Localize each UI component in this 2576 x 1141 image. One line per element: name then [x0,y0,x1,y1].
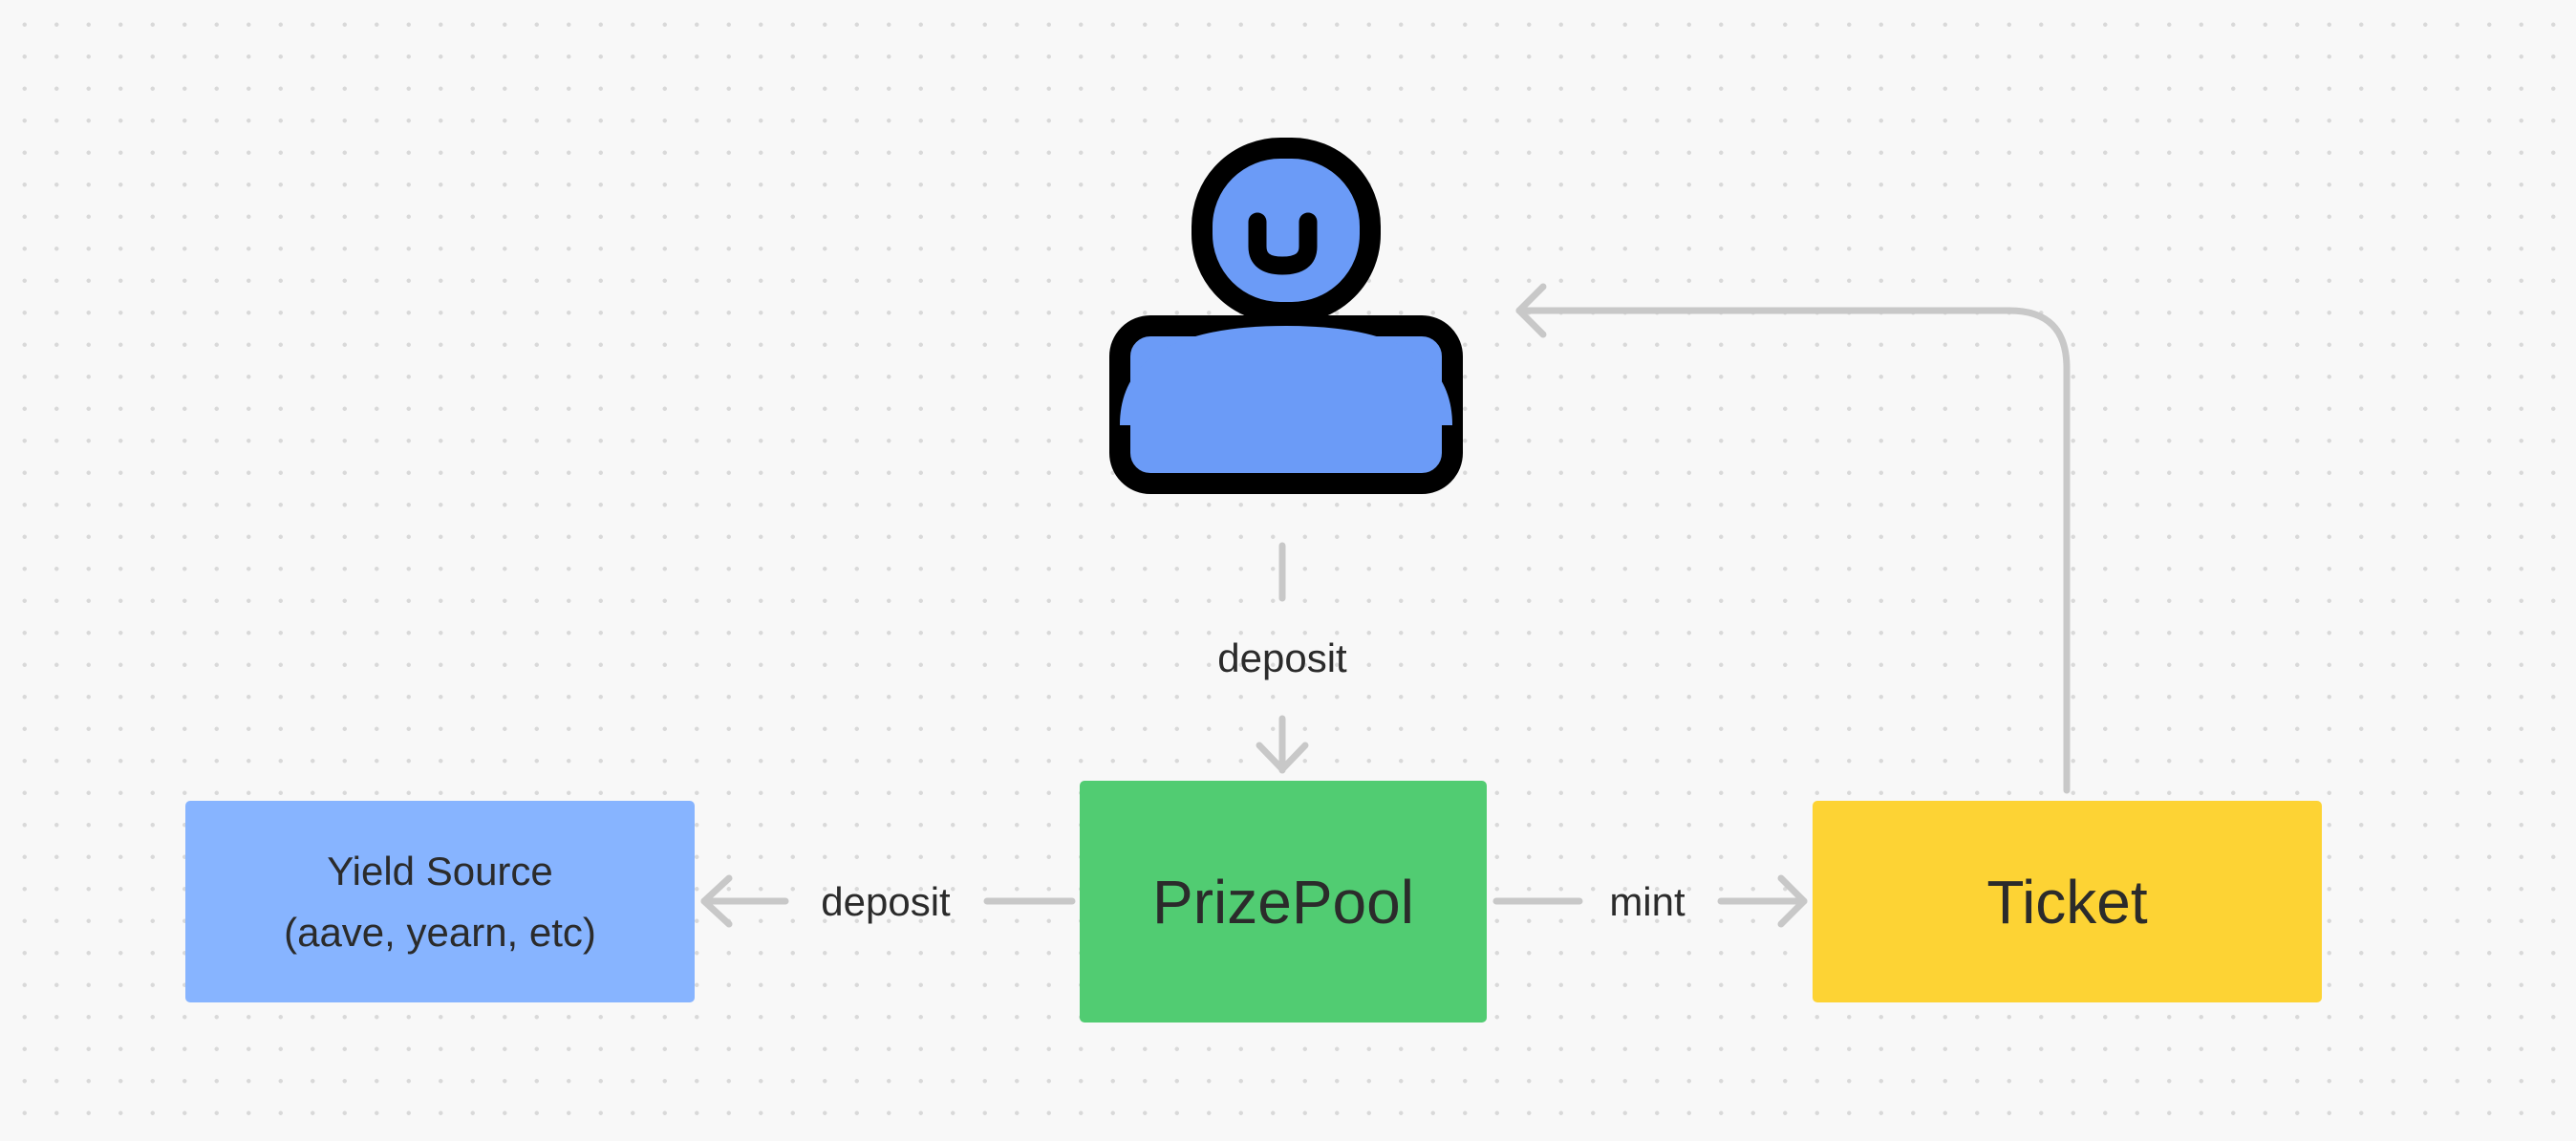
ticket-node[interactable]: Ticket [1813,801,2322,1002]
prizepool-node[interactable]: PrizePool [1080,781,1487,1023]
edge-label-mint: mint [1609,879,1685,924]
arrowhead-left [700,874,733,928]
edge-label-deposit-to-yield: deposit [821,879,951,924]
connector-prizepool-to-ticket [1492,874,1808,928]
arrowhead-right [1777,874,1808,928]
user-body-top [1120,326,1452,425]
yield-source-node[interactable]: Yield Source (aave, yearn, etc) [185,801,695,1002]
user-head [1191,138,1381,323]
arrowhead-left [1515,283,1547,338]
yield-source-subtitle: (aave, yearn, etc) [284,909,596,955]
user-person-icon[interactable] [1109,138,1463,494]
connector-ticket-to-user [1515,283,2071,794]
edge-label-deposit-to-prizepool: deposit [1217,635,1347,680]
arrowhead-down [1256,742,1309,773]
prizepool-label: PrizePool [1152,867,1414,936]
ticket-label: Ticket [1986,867,2148,936]
connector-prizepool-to-yield [700,874,1076,928]
user-smile [1248,212,1318,275]
yield-source-title: Yield Source [327,848,553,893]
connector-user-to-prizepool [1256,542,1309,774]
